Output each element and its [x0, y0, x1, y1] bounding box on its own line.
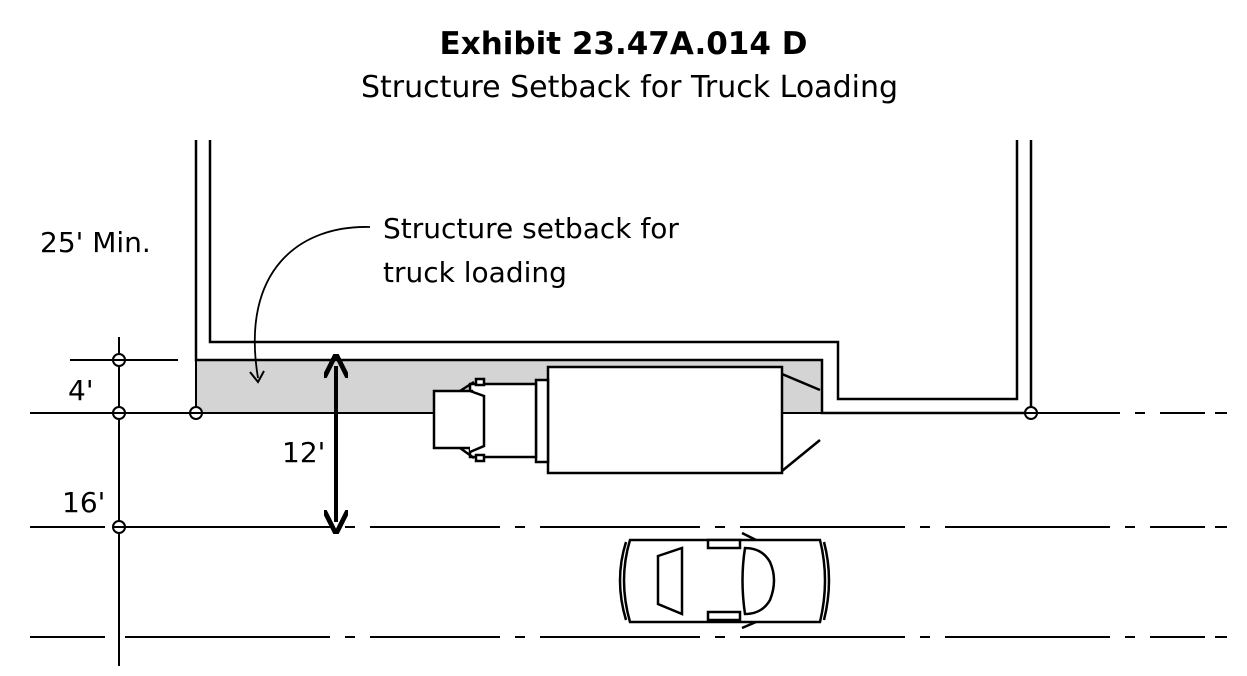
label-16ft: 16'	[62, 486, 105, 519]
building-outline	[194, 140, 1033, 415]
label-25ft-min: 25' Min.	[40, 226, 151, 259]
callout-leader	[253, 226, 371, 379]
callout-label-line1: Structure setback for	[383, 212, 679, 245]
callout-arrowhead	[249, 370, 265, 384]
corner-markers	[189, 406, 1038, 420]
exhibit-subtitle: Structure Setback for Truck Loading	[361, 70, 898, 105]
exhibit-title: Exhibit 23.47A.014 D	[439, 26, 808, 62]
label-12ft: 12'	[282, 436, 325, 469]
car-icon	[618, 531, 831, 630]
truck-icon	[432, 365, 821, 475]
left-dimension-line	[70, 337, 178, 666]
label-4ft: 4'	[68, 374, 94, 407]
callout-label-line2: truck loading	[383, 256, 567, 289]
